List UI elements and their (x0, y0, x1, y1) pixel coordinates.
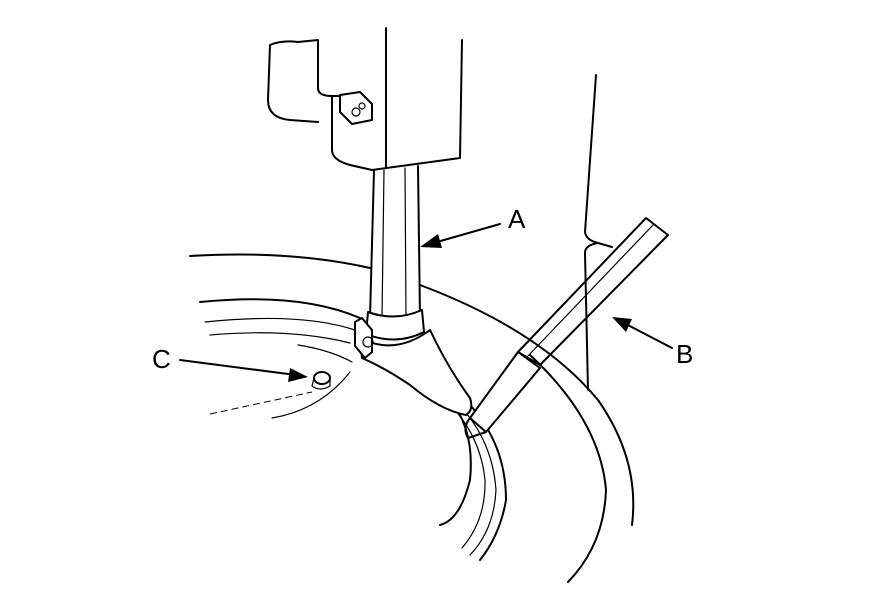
label-a: A (508, 204, 526, 234)
label-b: B (676, 339, 693, 369)
label-c: C (152, 344, 171, 374)
mount-head (354, 309, 473, 416)
tire-outline (189, 253, 635, 583)
machine-column (584, 74, 613, 391)
callout-b: B (612, 317, 693, 369)
callout-a: A (420, 204, 526, 248)
valve-stem (311, 371, 331, 390)
callout-c: C (152, 344, 308, 382)
machine-head (267, 27, 463, 171)
vertical-shaft (369, 165, 421, 319)
wheel-rim (199, 298, 507, 561)
tire-lever (464, 217, 669, 439)
